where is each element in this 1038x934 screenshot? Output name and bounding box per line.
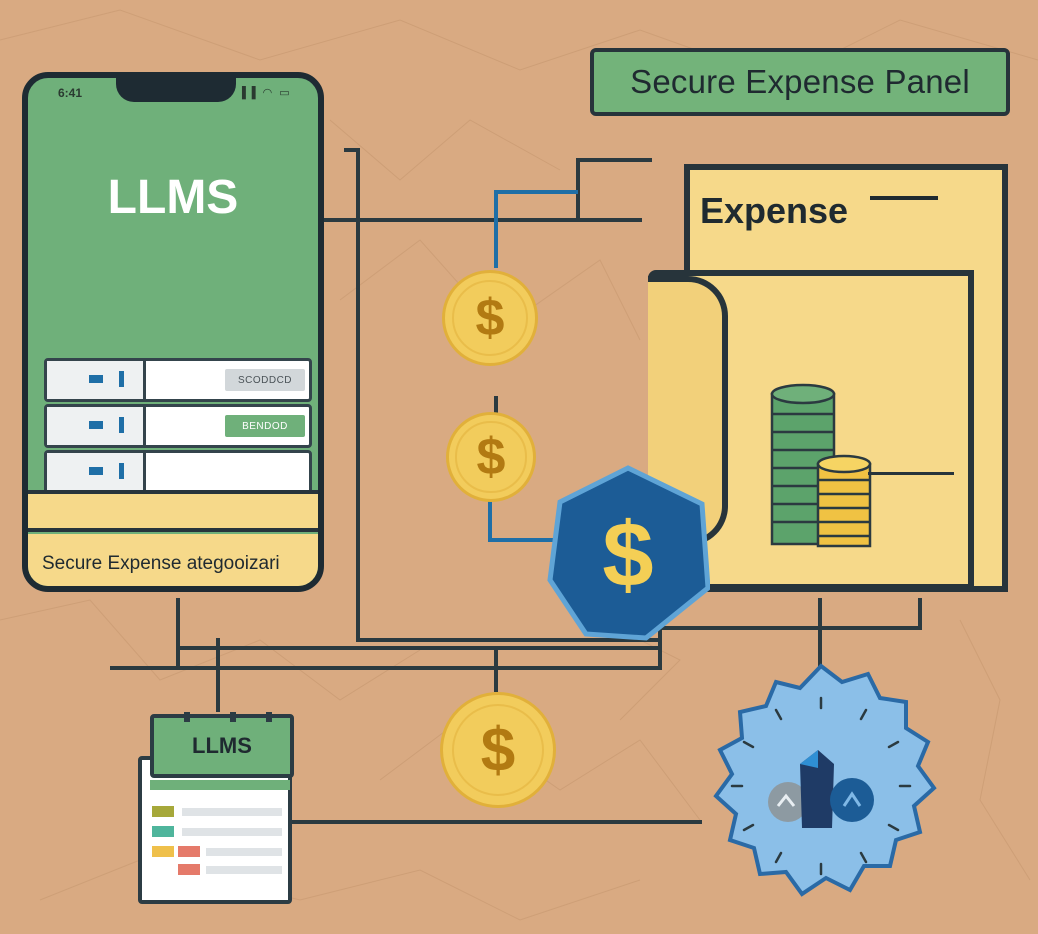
- phone-app-title: LLMS: [107, 171, 239, 224]
- notebook-tag: [178, 864, 200, 875]
- notebook-tag: [152, 806, 174, 817]
- notebook-line: [206, 848, 282, 856]
- notebook-ring: [184, 712, 190, 722]
- notebook-title: LLMS: [150, 714, 294, 778]
- panel-title-banner: Secure Expense Panel: [590, 48, 1010, 116]
- phone-footer-label: Secure Expense ategooizari: [28, 534, 318, 586]
- expense-panel-heading: Expense: [700, 190, 849, 231]
- notebook-line: [182, 828, 282, 836]
- dollar-coin-icon: $: [442, 270, 538, 366]
- row-status-badge[interactable]: BENDOD: [225, 415, 305, 437]
- dollar-coin-icon: $: [440, 692, 556, 808]
- coin-stack-icon: [770, 383, 872, 548]
- phone-list-row[interactable]: BENDOD: [44, 404, 312, 448]
- hexagon-dollar-symbol: $: [602, 503, 654, 606]
- row-bar-icon: [119, 463, 124, 479]
- row-bar-icon: [119, 371, 124, 387]
- notebook-tag: [152, 846, 174, 857]
- security-seal-icon: [713, 663, 937, 897]
- notebook-ring: [230, 712, 236, 722]
- row-flag-icon: [89, 421, 103, 429]
- notebook-line: [182, 808, 282, 816]
- coin-symbol: $: [476, 428, 506, 486]
- dollar-coin-icon: $: [446, 412, 536, 502]
- panel-rule-line: [868, 472, 954, 475]
- hexagon-shield-icon: [547, 465, 710, 641]
- notebook-card: [138, 756, 292, 904]
- phone-status-icons: ▐▐ ◠ ▭: [238, 87, 292, 99]
- row-flag-icon: [89, 467, 103, 475]
- heading-underline: [870, 196, 938, 200]
- row-thumbnail: [47, 407, 146, 445]
- coin-symbol: $: [475, 289, 505, 347]
- coin-symbol: $: [480, 715, 516, 785]
- notebook-ring: [266, 712, 272, 722]
- phone-notch: [116, 78, 236, 102]
- row-bar-icon: [119, 417, 124, 433]
- notebook-tag: [178, 846, 200, 857]
- phone-status-time: 6:41: [58, 86, 83, 100]
- phone-list-row[interactable]: [44, 450, 312, 494]
- phone-footer-band: [28, 490, 318, 532]
- phone-device: 6:41 ▐▐ ◠ ▭ LLMS SCODDCD BENDOD Secure E…: [22, 72, 324, 592]
- notebook-line: [206, 866, 282, 874]
- notebook-color-strip: [150, 780, 290, 790]
- row-status-badge[interactable]: SCODDCD: [225, 369, 305, 391]
- row-flag-icon: [89, 375, 103, 383]
- notebook-tag: [152, 826, 174, 837]
- phone-list-row[interactable]: SCODDCD: [44, 358, 312, 402]
